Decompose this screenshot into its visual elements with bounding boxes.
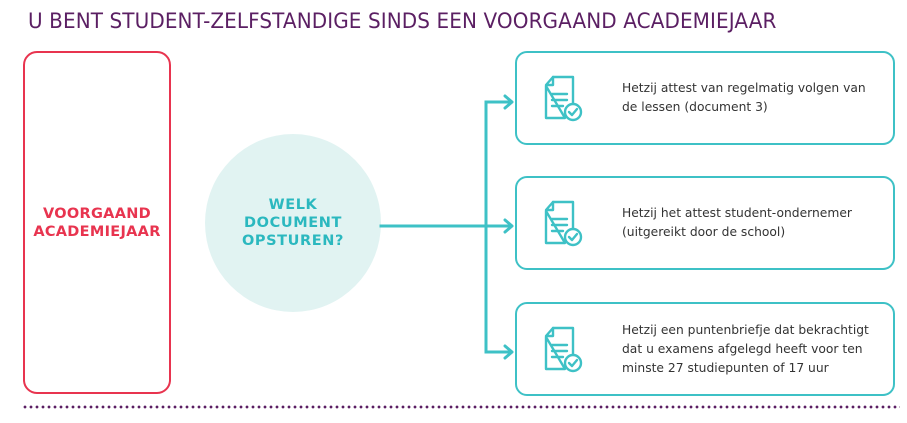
option-card-3: Hetzij een puntenbriefje dat bekrachtigt… [515,302,895,396]
arrow-head-icon [503,218,514,234]
text-line: de lessen (document 3) [622,100,768,114]
label-line: WELK [268,197,318,213]
text-line: minste 27 studiepunten of 17 uur [622,360,829,375]
document-check-icon [544,326,583,373]
question-circle: WELK DOCUMENT OPSTUREN? [205,134,381,312]
text-line: (uitgereikt door de school) [622,225,786,239]
arrow-head-icon [503,94,514,110]
label-line: OPSTUREN? [241,233,345,249]
previous-academic-year-box: VOORGAAND ACADEMIEJAAR [23,51,171,394]
option-card-1: Hetzij attest van regelmatig volgen van … [515,51,895,145]
label-line: DOCUMENT [244,215,342,231]
option-text: Hetzij een puntenbriefje dat bekrachtigt… [622,321,879,378]
text-line: dat u examens afgelegd heeft voor ten [622,341,863,356]
document-check-icon [544,200,583,247]
arrow-head-icon [503,344,514,360]
question-label: WELK DOCUMENT OPSTUREN? [242,196,344,250]
text-line: Hetzij het attest student-ondernemer [622,206,852,220]
diagram-title: U BENT STUDENT-ZELFSTANDIGE SINDS EEN VO… [28,9,777,34]
document-check-icon [544,75,583,122]
option-text: Hetzij het attest student-ondernemer (ui… [622,204,879,242]
dotted-divider [22,405,900,409]
option-card-2: Hetzij het attest student-ondernemer (ui… [515,176,895,270]
label-line: ACADEMIEJAAR [33,223,161,240]
option-text: Hetzij attest van regelmatig volgen van … [622,79,879,117]
previous-academic-year-label: VOORGAAND ACADEMIEJAAR [33,205,160,241]
label-line: VOORGAAND [42,205,151,222]
text-line: Hetzij attest van regelmatig volgen van [622,81,866,95]
text-line: Hetzij een puntenbriefje dat bekrachtigt [622,322,869,337]
